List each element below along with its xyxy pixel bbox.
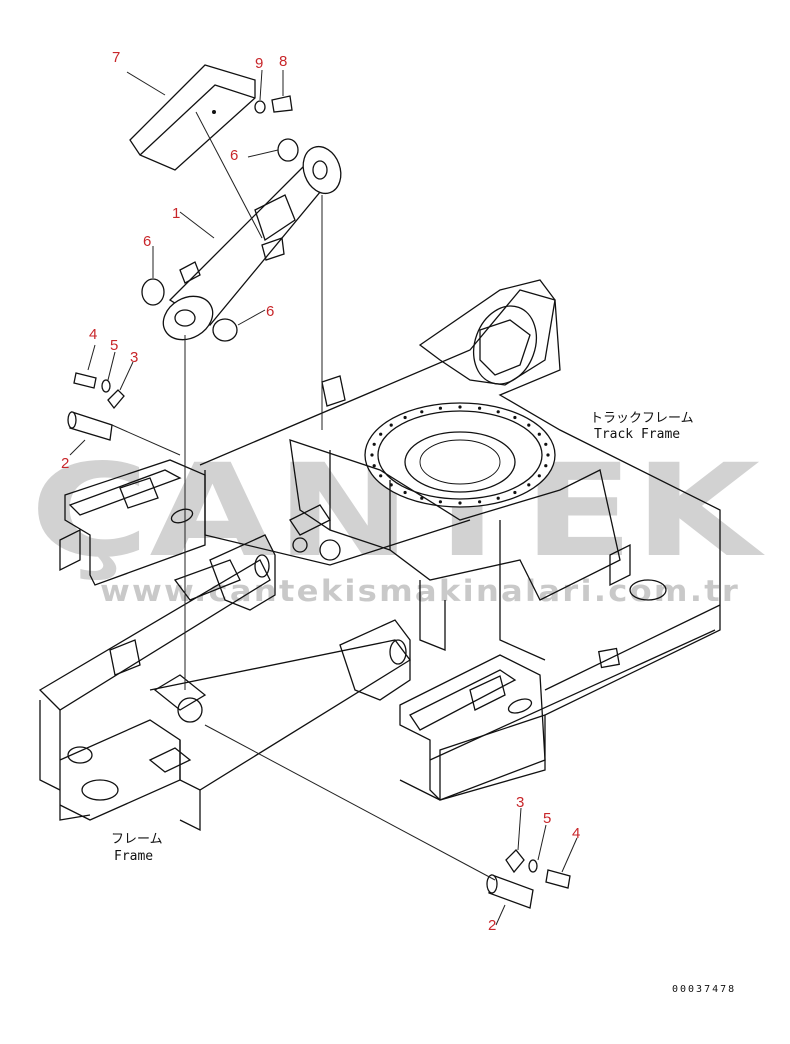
callouts: 7 9 8 6 1 6 6 4 5 3 2 3 5 4 2 bbox=[61, 49, 580, 934]
ring-bolt-hole bbox=[458, 501, 462, 505]
ring-bolt-hole bbox=[527, 423, 531, 427]
ring-bolt-hole bbox=[546, 453, 550, 457]
ring-bolt-hole bbox=[458, 405, 462, 409]
ring-bolt-hole bbox=[370, 453, 374, 457]
ring-bolt-hole bbox=[379, 474, 383, 478]
plate-part-3-left bbox=[107, 389, 125, 410]
hardware-left bbox=[67, 372, 125, 441]
cover-part-7 bbox=[129, 64, 256, 171]
ring-bolt-hole bbox=[496, 496, 500, 500]
hardware-right bbox=[486, 849, 571, 909]
washer-part-5-left bbox=[101, 379, 111, 393]
ring-bolt-hole bbox=[513, 415, 517, 420]
washer-part-9 bbox=[254, 100, 266, 114]
callout-5b: 5 bbox=[543, 810, 551, 827]
track-frame-label-jp: トラックフレーム bbox=[590, 411, 694, 426]
ring-bolt-hole bbox=[403, 415, 407, 420]
document-number: 00037478 bbox=[672, 984, 736, 995]
ring-bolt-hole bbox=[478, 406, 482, 410]
bolt-part-8 bbox=[271, 95, 293, 113]
ring-bolt-hole bbox=[537, 432, 541, 436]
plate-part-3-right bbox=[505, 849, 525, 874]
washer-part-5-right bbox=[528, 859, 538, 873]
washer-part-6-top bbox=[277, 138, 299, 162]
ring-bolt-hole bbox=[379, 432, 383, 436]
ring-bolt-hole bbox=[420, 410, 424, 414]
callout-3b: 3 bbox=[516, 794, 524, 811]
ring-bolt-hole bbox=[372, 442, 376, 446]
bolt-part-4-right bbox=[545, 869, 571, 889]
ring-bolt-holes bbox=[370, 405, 550, 505]
bolt-part-4-left bbox=[73, 372, 97, 389]
callout-7: 7 bbox=[112, 49, 120, 66]
callout-6c: 6 bbox=[266, 303, 274, 320]
callout-3a: 3 bbox=[130, 349, 138, 366]
callout-8: 8 bbox=[279, 53, 287, 70]
pin-part-2-left bbox=[69, 411, 113, 441]
ring-bolt-hole bbox=[527, 483, 531, 487]
ring-bolt-hole bbox=[403, 490, 407, 495]
washer-part-6-right bbox=[212, 318, 238, 342]
callout-9: 9 bbox=[255, 55, 263, 72]
ring-bolt-hole bbox=[372, 464, 376, 468]
ring-bolt-hole bbox=[496, 410, 500, 414]
cylinder-part-1 bbox=[162, 145, 342, 341]
assembly-labels: トラックフレーム Track Frame フレーム Frame 00037478 bbox=[111, 411, 736, 995]
callout-5a: 5 bbox=[110, 337, 118, 354]
ring-bolt-hole bbox=[389, 423, 393, 427]
ring-bolt-hole bbox=[513, 490, 517, 495]
frame-label-en: Frame bbox=[114, 849, 153, 864]
ring-bolt-hole bbox=[420, 496, 424, 500]
frame-label-jp: フレーム bbox=[111, 832, 163, 847]
callout-2a: 2 bbox=[61, 455, 69, 472]
ring-bolt-hole bbox=[478, 500, 482, 504]
callout-1: 1 bbox=[172, 205, 180, 222]
ring-bolt-hole bbox=[544, 464, 548, 468]
callout-6b: 6 bbox=[143, 233, 151, 250]
callout-4a: 4 bbox=[89, 326, 97, 343]
callout-4b: 4 bbox=[572, 825, 580, 842]
callout-2b: 2 bbox=[488, 917, 496, 934]
callout-6a: 6 bbox=[230, 147, 238, 164]
leader-lines bbox=[69, 69, 578, 926]
track-frame-assembly bbox=[59, 279, 721, 801]
washer-part-6-left bbox=[141, 278, 165, 306]
ring-bolt-hole bbox=[438, 500, 442, 504]
ring-bolt-hole bbox=[537, 474, 541, 478]
swing-circle-ring bbox=[364, 402, 556, 508]
ring-bolt-hole bbox=[544, 442, 548, 446]
track-frame-label-en: Track Frame bbox=[594, 427, 680, 442]
ring-bolt-hole bbox=[438, 406, 442, 410]
